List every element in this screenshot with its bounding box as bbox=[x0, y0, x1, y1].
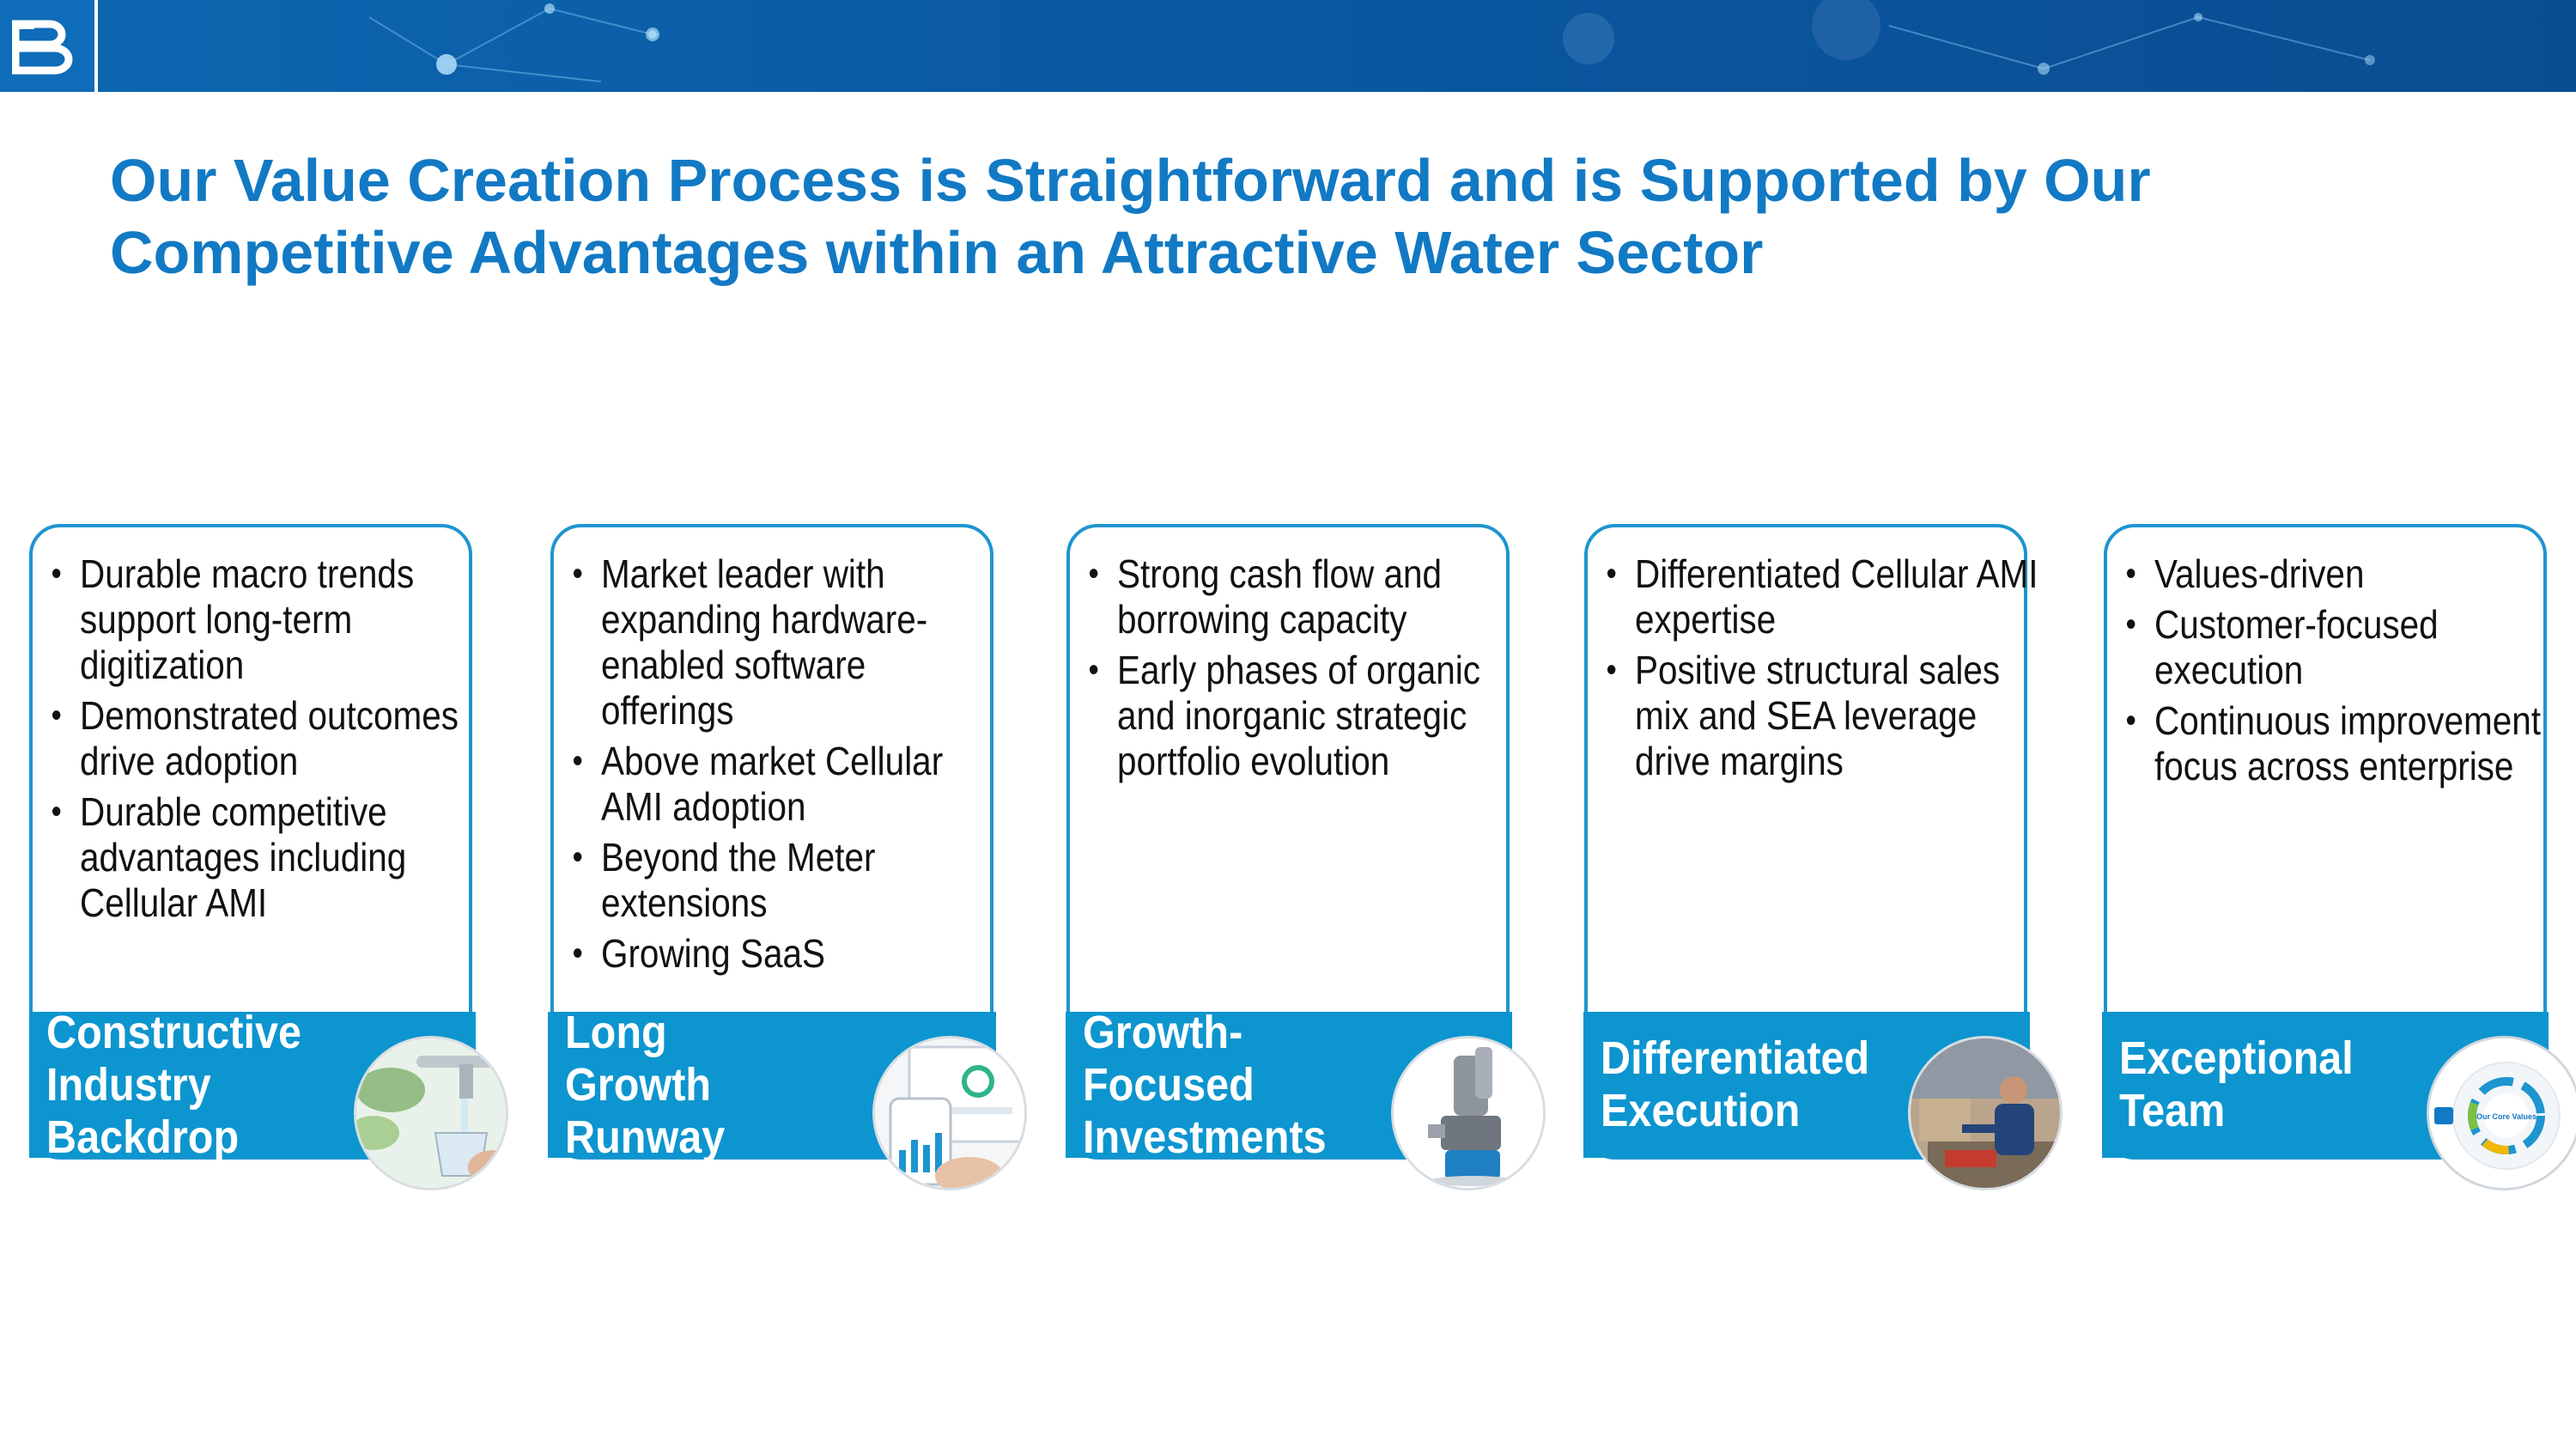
bullet-item: Customer-focused execution bbox=[2123, 602, 2561, 693]
bullet-item: Market leader with expanding hardware-en… bbox=[569, 551, 1007, 734]
page-title: Our Value Creation Process is Straightfo… bbox=[110, 144, 2428, 289]
bullet-item: Growing SaaS bbox=[569, 931, 1007, 977]
bullet-item: Demonstrated outcomes drive adoption bbox=[48, 693, 486, 784]
bullet-item: Values-driven bbox=[2123, 551, 2561, 597]
pillar-label: Differentiated Execution bbox=[1601, 1032, 1870, 1136]
bullet-item: Durable competitive advantages including… bbox=[48, 789, 486, 926]
core-values-wheel-icon: Our Core Values bbox=[2427, 1036, 2576, 1190]
core-values-text: Our Core Values bbox=[2476, 1112, 2537, 1121]
bullet-list: Values-driven Customer-focused execution… bbox=[2123, 551, 2541, 795]
bullet-list: Strong cash flow and borrowing capacity … bbox=[1085, 551, 1494, 789]
factory-worker-icon bbox=[1908, 1036, 2063, 1190]
bullet-item: Positive structural sales mix and SEA le… bbox=[1603, 648, 2041, 784]
bullet-item: Above market Cellular AMI adoption bbox=[569, 739, 1007, 830]
bullet-item: Early phases of organic and inorganic st… bbox=[1085, 648, 1523, 784]
water-faucet-icon bbox=[354, 1036, 508, 1190]
pillar-label: Exceptional Team bbox=[2119, 1032, 2354, 1136]
title-line-1: Our Value Creation Process is Straightfo… bbox=[110, 147, 2151, 214]
logo-icon bbox=[12, 20, 73, 75]
pillar-label: Constructive Industry Backdrop bbox=[46, 1006, 302, 1163]
title-line-2: Competitive Advantages within an Attract… bbox=[110, 219, 1764, 286]
bullet-item: Differentiated Cellular AMI expertise bbox=[1603, 551, 2041, 642]
bullet-item: Durable macro trends support long-term d… bbox=[48, 551, 486, 688]
pillar-label: Growth-Focused Investments bbox=[1083, 1006, 1327, 1163]
header-banner bbox=[0, 0, 2576, 92]
bullet-item: Strong cash flow and borrowing capacity bbox=[1085, 551, 1523, 642]
sensor-device-icon bbox=[1391, 1036, 1546, 1190]
bullet-item: Beyond the Meter extensions bbox=[569, 835, 1007, 926]
pillar-label: Long Growth Runway bbox=[565, 1006, 726, 1163]
software-dashboard-icon bbox=[872, 1036, 1027, 1190]
bullet-list: Durable macro trends support long-term d… bbox=[48, 551, 459, 931]
bullet-item: Continuous improvement focus across ente… bbox=[2123, 698, 2561, 789]
bullet-list: Market leader with expanding hardware-en… bbox=[569, 551, 978, 982]
network-pattern-icon bbox=[368, 0, 2375, 82]
company-logo bbox=[0, 0, 98, 92]
bullet-list: Differentiated Cellular AMI expertise Po… bbox=[1603, 551, 2038, 789]
